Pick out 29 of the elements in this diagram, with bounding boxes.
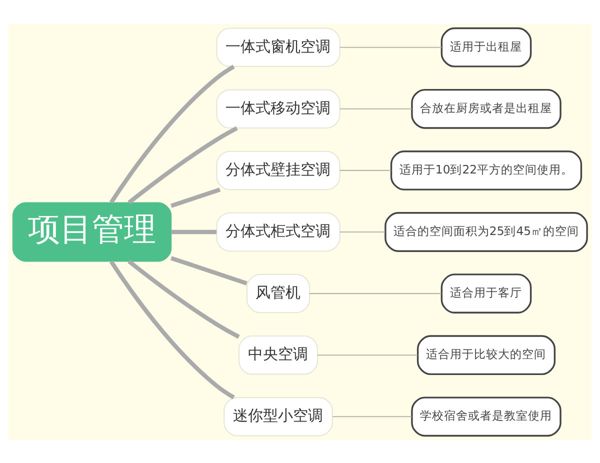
node-box: 一体式移动空调 xyxy=(216,88,340,128)
node-box: 适用于出租屋 xyxy=(440,26,532,67)
node-box: 迷你型小空调 xyxy=(224,396,333,436)
node-box: 适用于10到22平方的空间使用。 xyxy=(390,150,582,190)
node-box: 风管机 xyxy=(246,273,310,313)
node-box: 适合用于客厅 xyxy=(440,273,532,313)
connector xyxy=(310,292,442,294)
node-box: 分体式壁挂空调 xyxy=(216,150,340,190)
connector xyxy=(109,64,235,204)
connector xyxy=(340,169,391,170)
node-box: 项目管理 xyxy=(12,202,172,262)
node-box: 分体式柜式空调 xyxy=(216,212,340,252)
node-box: 适合用于比较大的空间 xyxy=(416,334,556,375)
connector xyxy=(340,46,442,48)
node-box: 合放在厨房或者是出租屋 xyxy=(411,88,562,128)
connector xyxy=(318,354,418,356)
node-box: 一体式窗机空调 xyxy=(216,27,340,66)
node-box: 中央空调 xyxy=(238,334,318,374)
connector xyxy=(128,259,240,338)
connector xyxy=(170,187,221,208)
connector xyxy=(340,230,386,232)
node-box: 适合的空间面积为25到45㎡的空间 xyxy=(384,212,588,252)
connector xyxy=(170,256,248,285)
connector xyxy=(171,229,217,234)
connector xyxy=(128,126,238,204)
connector xyxy=(109,260,235,399)
connector xyxy=(340,108,412,109)
connector xyxy=(332,416,412,417)
node-box: 学校宿舍或者是教室使用 xyxy=(411,396,562,436)
